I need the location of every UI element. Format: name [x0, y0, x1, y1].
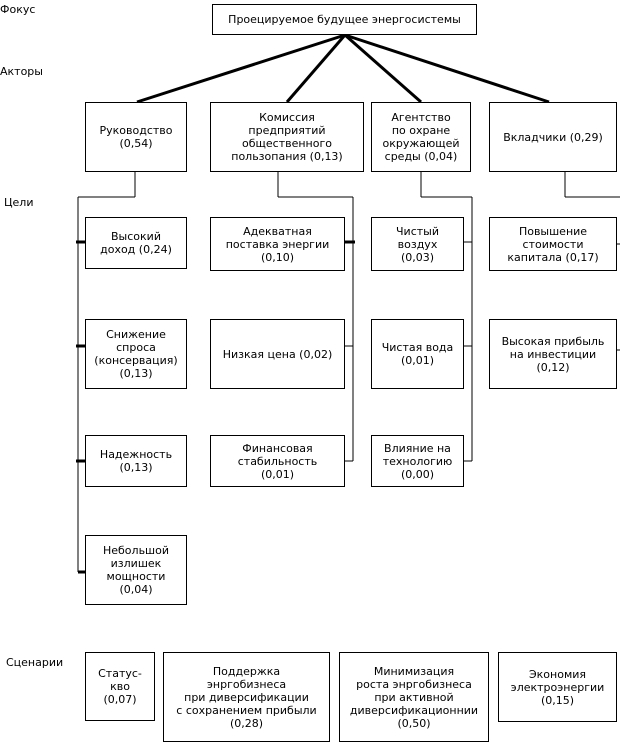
focus-box: Проецируемое будущее энергосистемы	[212, 4, 477, 35]
focus-to-actor-line	[344, 33, 422, 104]
goal-box: Повышение стоимости капитала (0,17)	[489, 217, 617, 271]
goal-box: Высокая прибыль на инвестиции (0,12)	[489, 319, 617, 389]
goal-box: Высокий доход (0,24)	[85, 217, 187, 269]
scenario-box: Минимизация роста энргобизнеса при актив…	[339, 652, 489, 742]
goal-box: Надежность (0,13)	[85, 435, 187, 487]
actor-commission-box: Комиссия предприятий общественного польз…	[210, 102, 364, 172]
goal-box: Чистый воздух (0,03)	[371, 217, 464, 271]
goal-box: Снижение спроса (консервация) (0,13)	[85, 319, 187, 389]
level-label-goals: Цели	[4, 196, 34, 209]
level-label-actors: Акторы	[0, 65, 43, 78]
scenario-box: Статус- кво (0,07)	[85, 652, 155, 721]
focus-to-actor-line	[344, 33, 550, 104]
actor-investors-box: Вкладчики (0,29)	[489, 102, 617, 172]
goal-box: Небольшой излишек мощности (0,04)	[85, 535, 187, 605]
scenario-box: Поддержка энргобизнеса при диверсификаци…	[163, 652, 330, 742]
actor-agency-box: Агентство по охране окружающей среды (0,…	[371, 102, 471, 172]
goal-box: Влияние на технологию (0,00)	[371, 435, 464, 487]
goal-box: Финансовая стабильность (0,01)	[210, 435, 345, 487]
focus-to-actor-line	[136, 33, 346, 104]
actor-management-box: Руководство (0,54)	[85, 102, 187, 172]
level-label-focus: Фокус	[0, 3, 36, 16]
goal-box: Чистая вода (0,01)	[371, 319, 464, 389]
focus-to-actor-line	[285, 34, 347, 103]
goal-box: Низкая цена (0,02)	[210, 319, 345, 389]
scenario-box: Экономия электроэнергии (0,15)	[498, 652, 617, 722]
goal-box: Адекватная поставка энергии (0,10)	[210, 217, 345, 271]
level-label-scenarios: Сценарии	[6, 656, 64, 669]
